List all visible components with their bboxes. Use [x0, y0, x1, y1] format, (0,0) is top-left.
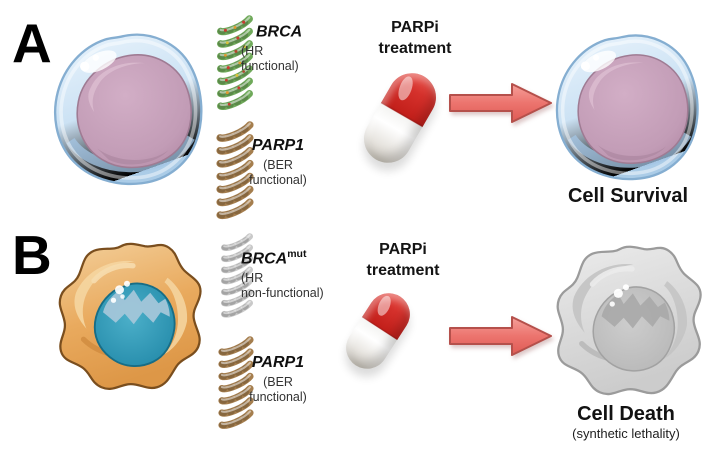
- right-arrow-icon-a: [449, 83, 552, 123]
- gene-name-brca: BRCA: [256, 23, 303, 41]
- panel-a-label: A: [12, 12, 52, 74]
- panel-b-label: B: [12, 224, 52, 286]
- dead-cell-icon: [556, 245, 702, 396]
- outcome-sublabel-b: (synthetic lethality): [572, 426, 680, 441]
- tumor-cell-icon: [58, 242, 202, 391]
- outcome-label-a: Cell Survival: [567, 185, 689, 207]
- healthy-cell-icon: [53, 33, 203, 186]
- parpi-capsule-icon-b: [338, 285, 418, 377]
- right-arrow-icon-b: [449, 316, 552, 356]
- outcome-label-b: Cell Death (synthetic lethality): [543, 403, 709, 442]
- gene-name-parp1-b: PARP1: [251, 354, 305, 371]
- tumor-cell-highlight: [110, 280, 130, 303]
- gene-name-parp1: PARP1: [251, 137, 305, 154]
- surviving-cell-icon: [555, 34, 699, 181]
- cell-highlight: [80, 50, 117, 73]
- parpi-capsule-icon-a: [355, 64, 445, 172]
- gene-name-brca-mut: BRCAmut: [241, 248, 307, 268]
